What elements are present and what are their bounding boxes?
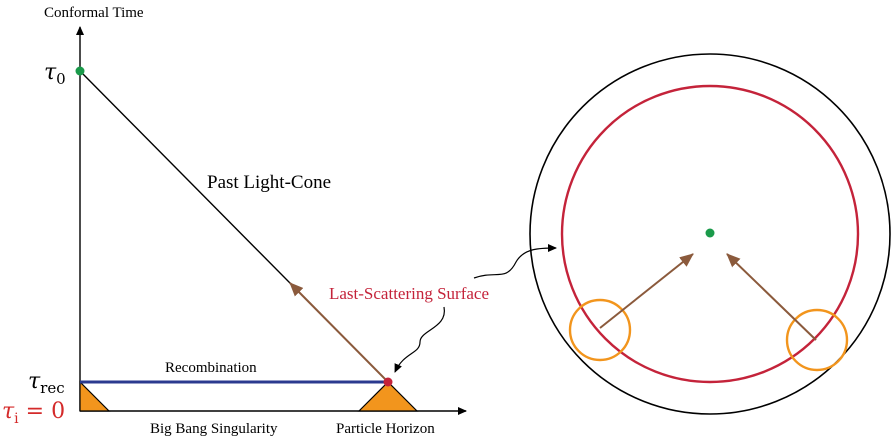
- left-light-ray-arrow: [599, 253, 694, 329]
- tau-i-equals: = 0: [19, 399, 65, 424]
- last-scattering-sphere: [560, 84, 860, 384]
- outer-horizon-circle: [529, 53, 891, 415]
- last-scattering-point: [383, 377, 393, 387]
- origin-horizon-triangle: [79, 380, 111, 412]
- light-ray-arrow: [289, 282, 389, 383]
- left-horizon-patch: [568, 298, 632, 362]
- observer-center-point: [705, 228, 715, 238]
- observer-point: [75, 66, 85, 76]
- tau-rec-label: τrec: [28, 369, 65, 397]
- big-bang-label: Big Bang Singularity: [150, 421, 278, 437]
- tau-i-label: τi = 0: [2, 399, 65, 427]
- tau-rec-subscript: rec: [40, 379, 64, 397]
- tau-0-subscript: 0: [56, 70, 66, 88]
- particle-horizon-triangle: [357, 381, 419, 412]
- last-scattering-label: Last-Scattering Surface: [329, 284, 489, 303]
- particle-horizon-label: Particle Horizon: [336, 421, 435, 437]
- last-scattering-pointer: [394, 306, 445, 373]
- tau-0-label: τ0: [44, 60, 66, 88]
- tau-i-subscript: i: [14, 411, 19, 427]
- right-light-ray-arrow: [726, 253, 817, 341]
- sphere-pointer: [473, 244, 557, 279]
- recombination-label: Recombination: [165, 360, 257, 376]
- y-axis-label: Conformal Time: [44, 5, 144, 21]
- past-light-cone-label: Past Light-Cone: [207, 172, 331, 193]
- right-horizon-patch: [785, 308, 849, 372]
